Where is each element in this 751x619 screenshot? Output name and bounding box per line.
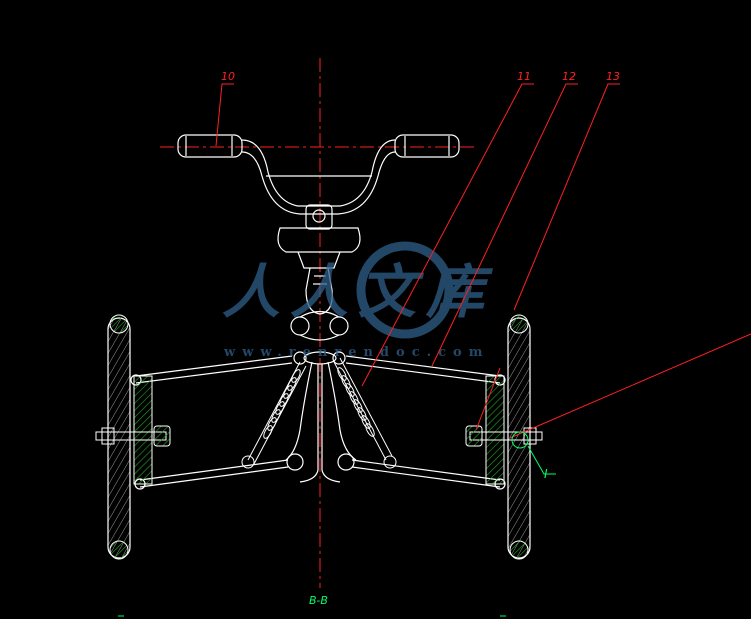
callout-11: 11 — [517, 70, 531, 83]
control-arms — [130, 355, 506, 490]
right-tire-top — [509, 314, 529, 334]
left-lower-arm — [139, 459, 289, 488]
left-spring-coils — [263, 369, 301, 439]
leader-12 — [431, 83, 578, 367]
callout-labels: 10 11 12 13 — [221, 70, 620, 83]
watermark-url-text: www.renrendoc.com — [223, 345, 489, 360]
leader-lines — [215, 83, 751, 439]
right-wheel — [465, 314, 543, 560]
leader-13 — [513, 83, 620, 311]
section-label: B-B — [309, 594, 328, 607]
detail-mark-group — [511, 431, 556, 475]
right-upper-arm — [345, 355, 501, 384]
callout-13: 13 — [606, 70, 620, 83]
leader-10 — [215, 83, 234, 147]
right-spring-coils — [337, 367, 375, 437]
left-wheel — [95, 314, 171, 560]
right-knuckle — [485, 375, 505, 485]
right-tire-bottom — [509, 540, 529, 560]
center-hub — [303, 351, 337, 365]
handlebar-assembly — [177, 134, 460, 315]
detail-mark: I — [544, 467, 548, 481]
callout-12: 12 — [562, 70, 576, 83]
leader-11 — [361, 83, 534, 387]
left-knuckle — [133, 375, 153, 485]
callout-10: 10 — [221, 70, 235, 83]
lower-right-pivot — [337, 453, 355, 471]
leader-detail — [509, 333, 751, 439]
left-wheel-rim — [107, 317, 131, 559]
left-tire-bottom — [109, 540, 129, 560]
right-grip — [394, 134, 460, 158]
watermark-logo-ring — [356, 241, 454, 339]
right-shock-absorber — [333, 357, 397, 469]
frame — [285, 310, 357, 483]
lower-left-pivot — [286, 453, 304, 471]
centerlines — [160, 58, 475, 588]
right-wheel-rim — [507, 317, 531, 559]
left-tire-top — [109, 314, 129, 334]
right-lower-arm — [351, 459, 501, 488]
watermark: 人人文库 www.renrendoc.com — [222, 241, 494, 360]
left-grip — [177, 134, 243, 158]
left-shock-absorber — [241, 361, 307, 469]
watermark-brand-text: 人人文库 — [222, 258, 494, 326]
left-upper-arm — [135, 355, 293, 384]
